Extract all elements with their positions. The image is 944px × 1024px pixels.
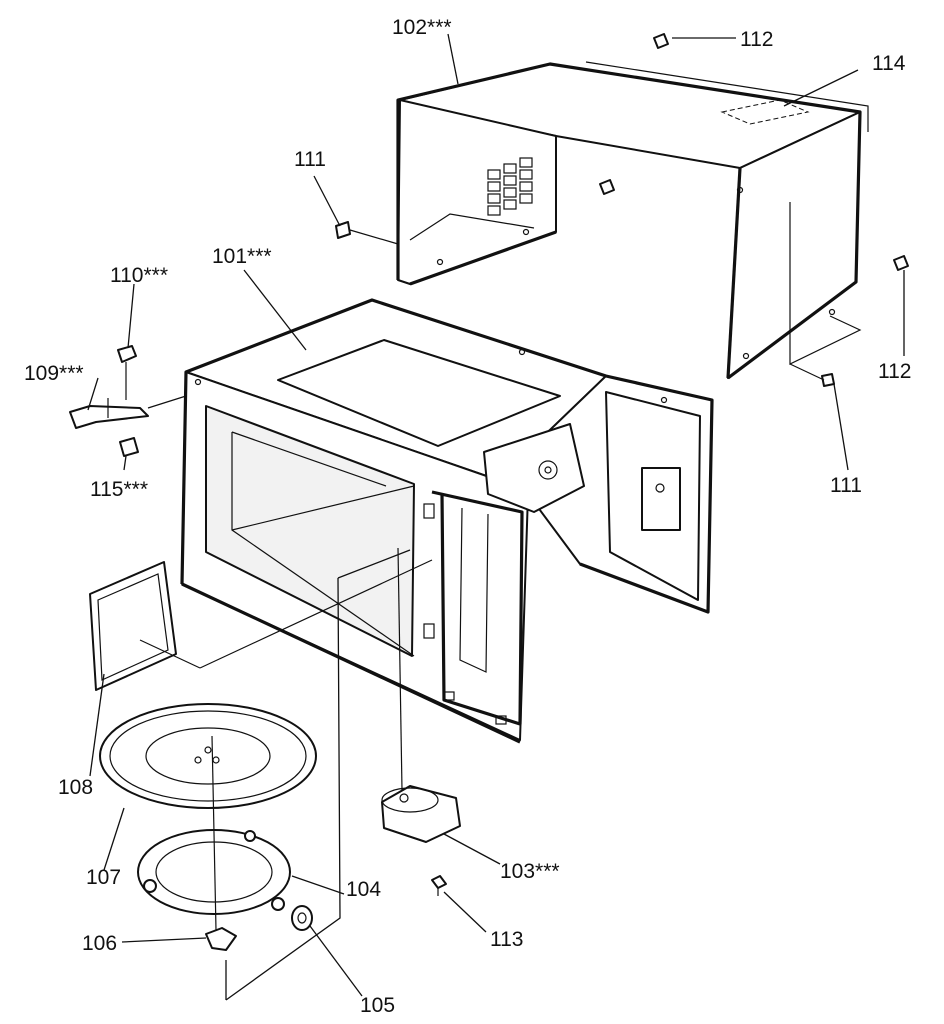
- nut-115: [119, 437, 139, 457]
- screw-111-left: [335, 221, 399, 245]
- cabinet-vents: [487, 157, 533, 216]
- latch-bracket: [69, 395, 187, 429]
- turntable-tray: [99, 703, 317, 809]
- screw-111-right: [789, 363, 835, 387]
- screw-inner: [599, 179, 615, 195]
- label-105: 105: [360, 994, 395, 1017]
- label-112-right: 112: [878, 360, 911, 383]
- coupler: [205, 927, 237, 951]
- label-109: 109***: [24, 362, 84, 385]
- turntable-motor: [381, 547, 461, 843]
- coupling-105: [291, 905, 313, 931]
- roller-ring: [137, 735, 291, 931]
- label-108: 108: [58, 776, 93, 799]
- side-cover-108: [89, 559, 433, 691]
- label-104: 104: [346, 878, 381, 901]
- label-115: 115***: [90, 478, 148, 501]
- screw-112-right: [893, 255, 909, 271]
- label-111-left: 111: [294, 148, 326, 171]
- label-102: 102***: [392, 16, 452, 39]
- screw-112-top: [653, 33, 669, 49]
- label-112-top: 112: [740, 28, 773, 51]
- part-labels: 101*** 102*** 103*** 104 105 106 107 108…: [24, 16, 911, 1017]
- outer-cabinet: [396, 61, 869, 380]
- leader-lines: [87, 33, 905, 1001]
- label-107: 107: [86, 866, 121, 889]
- label-103: 103***: [500, 860, 560, 883]
- label-101: 101***: [212, 245, 272, 268]
- label-106: 106: [82, 932, 117, 955]
- label-plate: [720, 99, 810, 125]
- label-113: 113: [490, 928, 523, 951]
- screw-110: [117, 345, 137, 400]
- label-110: 110***: [110, 264, 168, 287]
- screw-113: [431, 875, 447, 896]
- main-chassis: [180, 298, 714, 744]
- label-111-right: 111: [830, 474, 862, 497]
- label-114: 114: [872, 52, 906, 75]
